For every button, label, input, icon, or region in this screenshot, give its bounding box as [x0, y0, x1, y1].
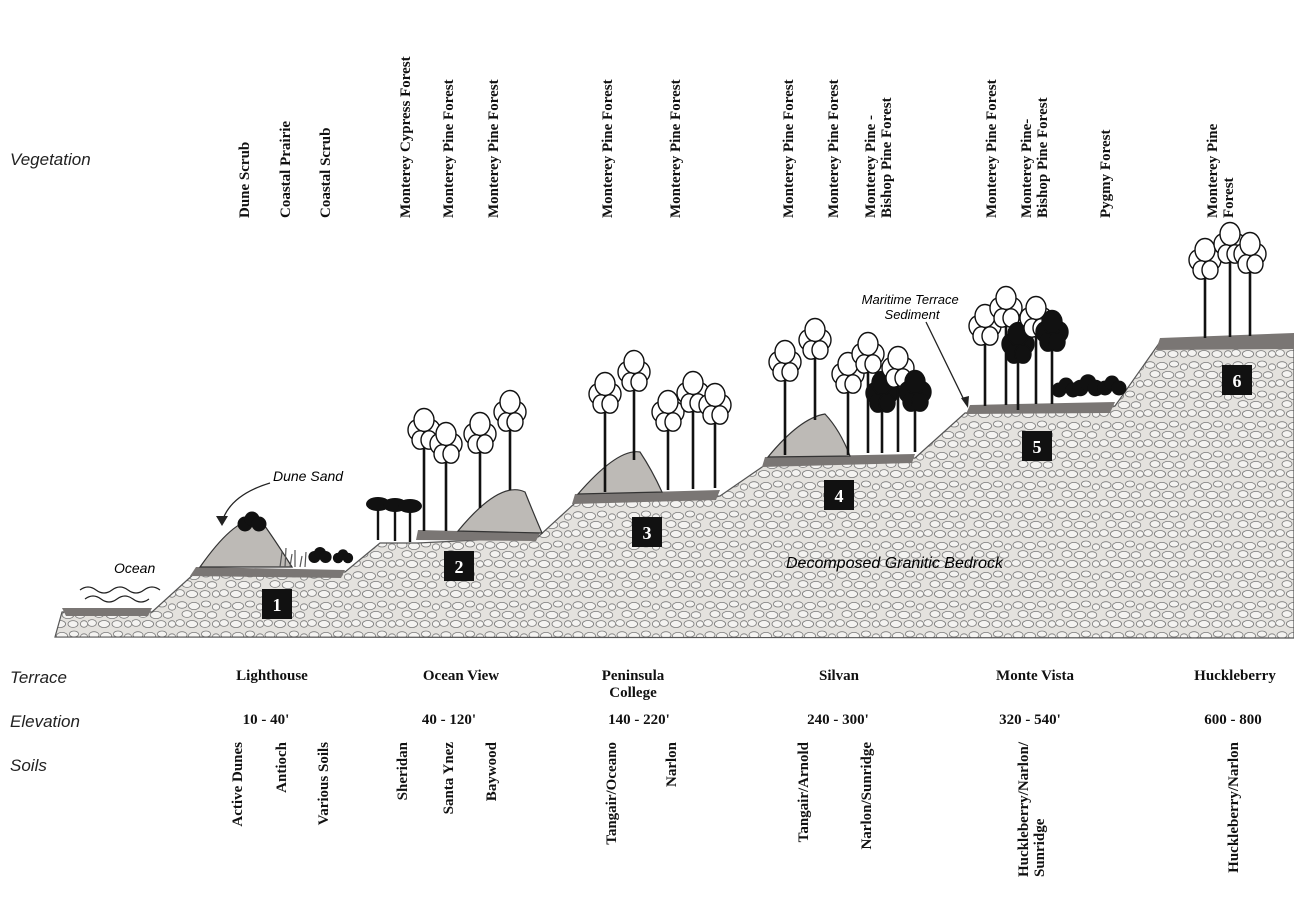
terrace-name: Peninsula College — [601, 668, 665, 701]
soil-label: Baywood — [484, 742, 500, 802]
maritime-arrowhead — [961, 396, 969, 408]
bishop-pine-tree — [1035, 309, 1069, 404]
terrace-band-5 — [966, 402, 1115, 414]
maritime-line-1: Maritime Terrace — [862, 292, 959, 307]
monterey-pine-tree — [588, 371, 622, 492]
ocean-label: Ocean — [114, 560, 155, 576]
terrace-number-text: 6 — [1233, 371, 1242, 391]
monterey-pine-tree — [798, 317, 832, 420]
terrace-number-text: 4 — [835, 486, 844, 506]
terrace-name: Silvan — [818, 668, 860, 684]
shrub — [1097, 375, 1127, 396]
soils-row-label: Soils — [10, 756, 47, 775]
elevation-value: 320 - 540' — [999, 712, 1061, 728]
terrace-number-6: 6 — [1222, 365, 1252, 395]
terrace-name: Ocean View — [422, 668, 500, 684]
ocean-waves — [79, 586, 161, 603]
monterey-pine-tree — [768, 339, 802, 455]
soil-label: Narlon — [664, 742, 680, 787]
terrace-row-label: Terrace — [10, 668, 68, 687]
terrace-band-6 — [1156, 333, 1294, 350]
terrace-cross-section: 1 2 3 4 5 6 Ocean Dune Sand Maritime Ter… — [54, 221, 1294, 639]
monterey-pine-tree — [1188, 237, 1222, 338]
terrace-band-4 — [762, 454, 915, 467]
dune-sand-label: Dune Sand — [273, 468, 344, 484]
monterey-pine-tree — [676, 370, 710, 489]
soil-label: Huckleberry/Narlon — [1226, 742, 1242, 873]
soil-label: Antioch — [274, 742, 290, 793]
monterey-pine-tree — [989, 285, 1023, 405]
soil-label: Sheridan — [395, 742, 411, 801]
bedrock-label: Decomposed Granitic Bedrock — [786, 555, 1004, 572]
monterey-pine-tree — [698, 382, 732, 488]
terrace-number-text: 2 — [455, 557, 464, 577]
monterey-pine-tree — [651, 389, 685, 490]
soil-label: Tangair/Oceano — [604, 742, 620, 845]
vegetation-row-label: Vegetation — [10, 150, 91, 169]
terrace-number-text: 5 — [1033, 437, 1042, 457]
ocean-floor-band — [62, 608, 152, 616]
coastal-prairie-grass — [279, 547, 307, 568]
monterey-pine-tree — [429, 421, 463, 531]
elevation-value: 10 - 40' — [242, 712, 290, 728]
terrace-name: Huckleberry — [1194, 668, 1276, 684]
terrace-number-5: 5 — [1022, 431, 1052, 461]
terrace-name: Lighthouse — [236, 668, 308, 684]
soil-label: Narlon/Sunridge — [859, 742, 875, 850]
shrub — [237, 511, 267, 532]
terrace-number-3: 3 — [632, 517, 662, 547]
elevation-value: 240 - 300' — [807, 712, 869, 728]
soil-label: Active Dunes — [230, 742, 246, 827]
elevation-value: 600 - 800 — [1204, 712, 1262, 728]
terrace-band-1 — [190, 567, 345, 578]
dune-2 — [456, 489, 543, 534]
monterey-pine-tree — [617, 349, 651, 460]
monterey-pine-tree — [851, 331, 885, 453]
dune-sand-arrowhead — [216, 516, 228, 526]
soil-labels: Active Dunes Antioch Various Soils Sheri… — [0, 742, 1294, 912]
terrace-number-4: 4 — [824, 480, 854, 510]
terrace-number-1: 1 — [262, 589, 292, 619]
trees-group — [237, 221, 1267, 564]
monterey-pine-tree — [463, 411, 497, 508]
bishop-pine-tree — [1001, 321, 1035, 410]
cypress-tree — [398, 499, 422, 542]
maritime-arrow — [925, 321, 967, 405]
terrace-number-text: 1 — [273, 595, 282, 615]
maritime-line-2: Sediment — [885, 307, 941, 322]
maritime-terrace-label: Maritime Terrace Sediment — [862, 292, 963, 322]
terrace-number-text: 3 — [643, 523, 652, 543]
shrub — [308, 547, 332, 563]
elevation-value: 40 - 120' — [421, 712, 477, 728]
dune-3 — [576, 451, 663, 495]
monterey-pine-tree — [968, 303, 1002, 406]
soil-label: Various Soils — [316, 742, 332, 826]
elevation-row-label: Elevation — [10, 712, 80, 731]
soil-label: Tangair/Arnold — [796, 742, 812, 843]
terrace-name: Monte Vista — [996, 668, 1074, 684]
elevation-value: 140 - 220' — [608, 712, 670, 728]
dune-4 — [766, 413, 851, 458]
monterey-pine-tree — [1233, 231, 1267, 336]
monterey-pine-tree — [493, 389, 527, 490]
soil-label: Santa Ynez — [441, 742, 457, 815]
soil-label: Huckleberry/Narlon/ Sunridge — [1016, 742, 1048, 877]
terrace-number-2: 2 — [444, 551, 474, 581]
bishop-pine-tree — [898, 369, 932, 452]
shrub — [332, 549, 354, 564]
